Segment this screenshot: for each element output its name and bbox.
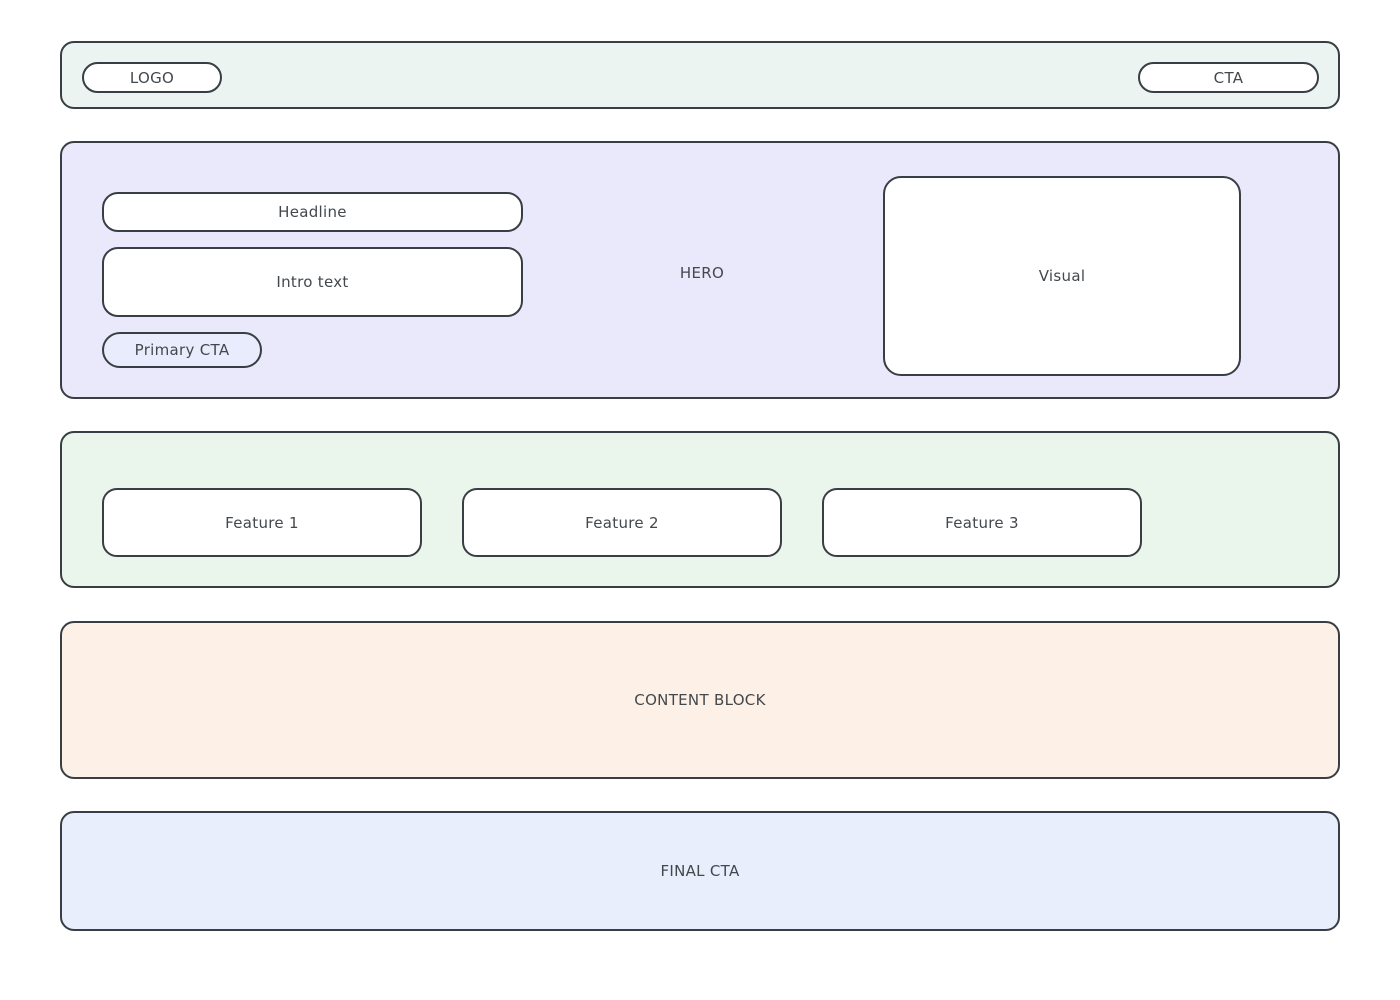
feature-2-label: Feature 2 bbox=[585, 513, 659, 532]
logo-label: LOGO bbox=[129, 68, 175, 87]
intro-text-box: Intro text bbox=[102, 247, 523, 317]
primary-cta-button[interactable]: Primary CTA bbox=[102, 332, 262, 368]
final-cta-section: FINAL CTA bbox=[60, 811, 1340, 931]
topbar-cta-label: CTA bbox=[1213, 68, 1244, 87]
hero-visual-label: Visual bbox=[1038, 267, 1086, 285]
features-section: Feature 1 Feature 2 Feature 3 bbox=[60, 431, 1340, 588]
headline-box: Headline bbox=[102, 192, 523, 232]
feature-card-3: Feature 3 bbox=[822, 488, 1142, 557]
content-block-section: CONTENT BLOCK bbox=[60, 621, 1340, 779]
content-block-label: CONTENT BLOCK bbox=[634, 691, 766, 709]
primary-cta-label: Primary CTA bbox=[134, 341, 230, 359]
final-cta-label: FINAL CTA bbox=[660, 862, 740, 880]
hero-section-label: HERO bbox=[679, 264, 725, 282]
headline-label: Headline bbox=[278, 203, 347, 221]
logo-pill[interactable]: LOGO bbox=[82, 62, 222, 93]
topbar-cta-button[interactable]: CTA bbox=[1138, 62, 1319, 93]
hero-visual-box: Visual bbox=[883, 176, 1241, 376]
topbar-section: LOGO CTA bbox=[60, 41, 1340, 109]
feature-3-label: Feature 3 bbox=[945, 513, 1019, 532]
feature-card-1: Feature 1 bbox=[102, 488, 422, 557]
intro-text-label: Intro text bbox=[276, 273, 349, 291]
hero-section: Headline Intro text Primary CTA HERO Vis… bbox=[60, 141, 1340, 399]
feature-1-label: Feature 1 bbox=[225, 513, 299, 532]
feature-card-2: Feature 2 bbox=[462, 488, 782, 557]
